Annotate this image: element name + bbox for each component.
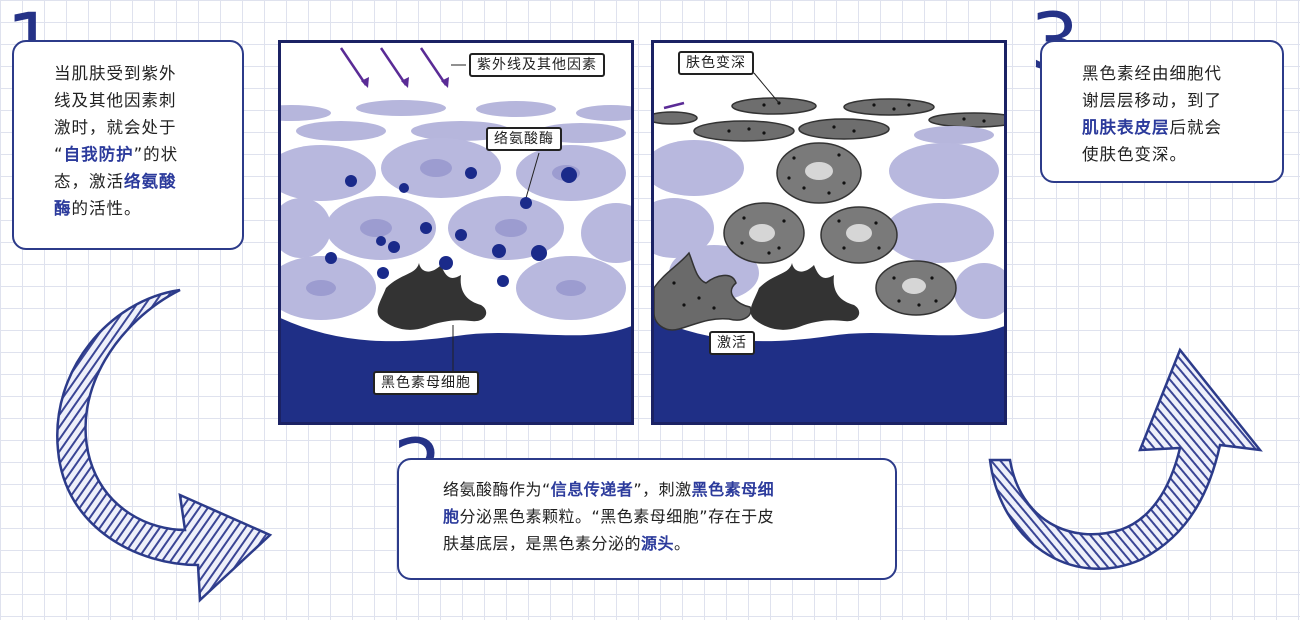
- step-3-line-2: 谢层层移动，到了: [1082, 91, 1222, 110]
- label-activate: 激活: [709, 331, 755, 355]
- step-2-line-1-text-b: ”，刺激: [633, 480, 692, 499]
- step-2-callout: 络氨酸酶作为“信息传递者”，刺激黑色素母细 胞分泌黑色素颗粒。“黑色素母细胞”存…: [397, 458, 897, 580]
- step-1-highlight-enzyme-end: 酶: [54, 199, 72, 218]
- quote-open: “: [54, 145, 64, 164]
- step-1-line-2: 线及其他因素刺: [54, 91, 177, 110]
- quote-close: ”的状: [133, 145, 179, 164]
- step-1-line-6-text: 的活性。: [71, 199, 142, 218]
- step-1-line-5-text: 态，激活: [54, 172, 124, 191]
- step-1-line-4: “自我防护”的状: [54, 141, 230, 168]
- step-3-line-3: 肌肤表皮层后就会: [1082, 114, 1272, 141]
- step-1-highlight-self-protect: 自我防护: [63, 145, 134, 164]
- step-2-line-3: 肤基底层，是黑色素分泌的源头。: [443, 530, 883, 557]
- curved-arrow-down-icon: [56, 288, 273, 603]
- diagram-panel-after: 肤色变深 激活: [651, 40, 1007, 425]
- step-3-callout: 黑色素经由细胞代 谢层层移动，到了 肌肤表皮层后就会 使肤色变深。: [1040, 40, 1284, 183]
- skin-layers-illustration-after: [654, 43, 1004, 422]
- step-3-line-3-text: 后就会: [1169, 118, 1222, 137]
- step-2-highlight-messenger: 信息传递者: [550, 480, 634, 499]
- diagram-panel-before: 紫外线及其他因素 络氨酸酶 黑色素母细胞: [278, 40, 634, 425]
- step-2-highlight-melanocyte-end: 胞: [443, 507, 460, 526]
- step-2-line-2: 胞分泌黑色素颗粒。“黑色素母细胞”存在于皮: [443, 503, 883, 530]
- label-melanocyte: 黑色素母细胞: [373, 371, 479, 395]
- step-1-line-5: 态，激活络氨酸: [54, 168, 230, 195]
- step-3-line-1: 黑色素经由细胞代: [1082, 64, 1222, 83]
- step-1-callout: 当肌肤受到紫外 线及其他因素刺 激时，就会处于 “自我防护”的状 态，激活络氨酸…: [12, 40, 244, 250]
- step-1-line-3: 激时，就会处于: [54, 118, 177, 137]
- step-3-highlight-epidermis: 肌肤表皮层: [1082, 118, 1170, 137]
- step-2-line-1-text: 络氨酸酶作为“: [443, 480, 551, 499]
- step-2-highlight-melanocyte: 黑色素母细: [691, 480, 775, 499]
- step-2-highlight-source: 源头: [641, 534, 675, 553]
- step-1-highlight-enzyme: 络氨酸: [124, 172, 177, 191]
- label-skin-darkens: 肤色变深: [678, 51, 754, 75]
- step-2-line-2-text: 分泌黑色素颗粒。“黑色素母细胞”存在于皮: [459, 507, 775, 526]
- step-2-line-3-text: 肤基底层，是黑色素分泌的: [443, 534, 642, 553]
- label-uv-factors: 紫外线及其他因素: [469, 53, 605, 77]
- step-1-line-6: 酶的活性。: [54, 195, 230, 222]
- step-3-line-4: 使肤色变深。: [1082, 145, 1187, 164]
- step-1-line-1: 当肌肤受到紫外: [54, 64, 177, 83]
- step-2-line-3-end: 。: [674, 534, 691, 553]
- skin-layers-illustration-before: [281, 43, 631, 422]
- label-tyrosinase: 络氨酸酶: [486, 127, 562, 151]
- curved-arrow-up-icon: [988, 347, 1263, 571]
- step-2-line-1: 络氨酸酶作为“信息传递者”，刺激黑色素母细: [443, 476, 883, 503]
